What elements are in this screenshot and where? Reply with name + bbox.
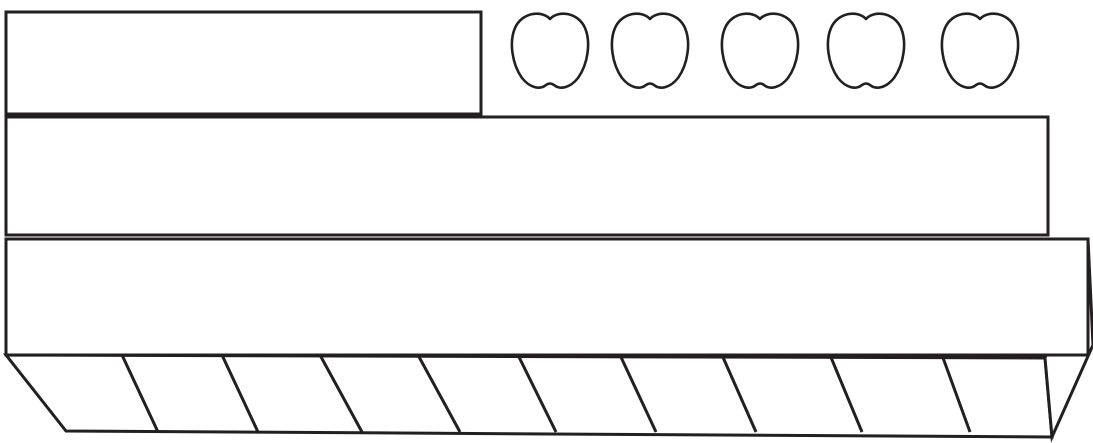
apple-row	[512, 14, 1018, 88]
strip-front-face	[6, 239, 1088, 355]
strip-bottom-face	[6, 355, 1052, 437]
short-bar	[6, 12, 481, 114]
apple-outline-icon	[722, 14, 798, 88]
apple-outline-icon	[612, 14, 688, 88]
apple-outline-icon	[828, 14, 904, 88]
long-bar	[6, 117, 1048, 235]
apple-outline-icon	[512, 14, 588, 88]
apple-outline-icon	[942, 14, 1018, 88]
